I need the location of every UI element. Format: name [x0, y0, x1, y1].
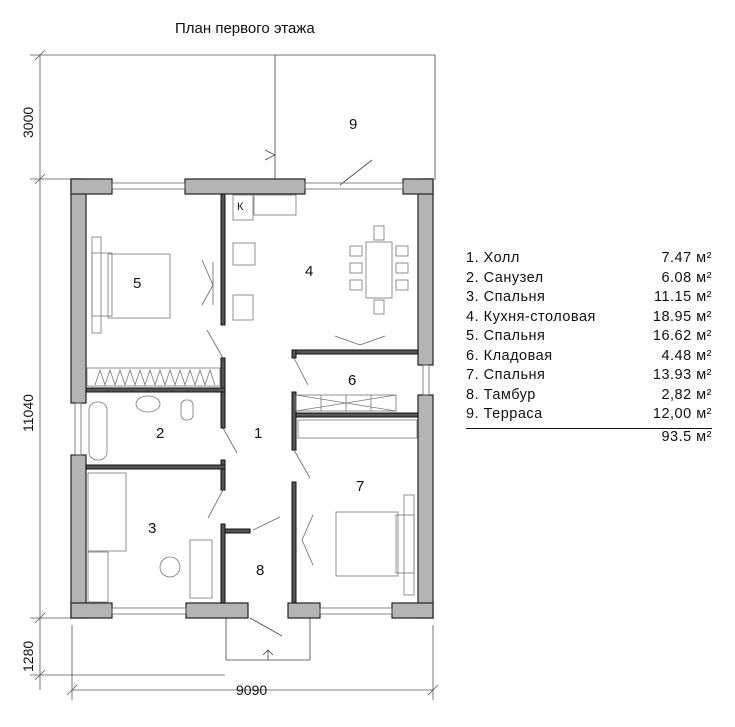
legend-row: 4. Кухня-столовая 18.95 м² — [466, 309, 712, 329]
legend-row: 7. Спальня 13.93 м² — [466, 367, 712, 387]
legend-room-area: 12,00 м² — [652, 406, 712, 422]
interior-walls — [85, 193, 419, 604]
legend-room-area: 18.95 м² — [652, 308, 712, 325]
legend-room-area: 2,82 м² — [661, 386, 712, 403]
legend-row: 5. Спальня 16.62 м² — [466, 328, 712, 348]
legend-room-name: 1. Холл — [466, 250, 520, 266]
dimension-top-depth: 3000 — [20, 106, 36, 138]
legend-row: 6. Кладовая 4.48 м² — [466, 348, 712, 368]
room-number-2: 2 — [156, 425, 165, 442]
legend-room-area: 13.93 м² — [652, 367, 712, 383]
legend-room-name: 5. Спальня — [466, 328, 546, 344]
dimension-lines — [30, 49, 439, 700]
legend-room-area: 7.47 м² — [661, 250, 712, 266]
room-number-1: 1 — [254, 425, 263, 442]
furniture — [86, 194, 418, 603]
legend-row: 8. Тамбур 2,82 м² — [466, 387, 712, 407]
legend-room-name: 3. Спальня — [466, 289, 546, 305]
legend-room-area: 16.62 м² — [652, 328, 712, 344]
legend-room-area: 4.48 м² — [661, 347, 712, 364]
terrace-outline — [225, 54, 436, 661]
legend-room-area: 6.08 м² — [661, 269, 712, 286]
legend-row: 3. Спальня 11.15 м² — [466, 289, 712, 309]
legend-row: 2. Санузел 6.08 м² — [466, 270, 712, 290]
room-area-legend: 1. Холл 7.47 м² 2. Санузел 6.08 м² 3. Спал… — [466, 250, 712, 445]
room-number-4: 4 — [305, 263, 314, 280]
legend-room-name: 2. Санузел — [466, 269, 544, 286]
room-number-7: 7 — [356, 478, 365, 495]
legend-room-name: 6. Кладовая — [466, 347, 553, 364]
dimension-bottom-depth: 1280 — [20, 640, 36, 672]
plan-title: План первого этажа — [175, 20, 315, 37]
legend-room-name: 7. Спальня — [466, 367, 546, 383]
room-number-3: 3 — [148, 520, 157, 537]
room-number-5: 5 — [133, 275, 142, 292]
legend-room-name: 8. Тамбур — [466, 386, 536, 403]
legend-room-name: 9. Терраса — [466, 406, 543, 422]
windows — [74, 182, 430, 615]
room-number-9: 9 — [349, 116, 358, 133]
exterior-walls — [70, 178, 434, 619]
legend-room-name: 4. Кухня-столовая — [466, 308, 596, 325]
kitchen-label: К — [237, 201, 244, 213]
legend-room-area: 11.15 м² — [653, 289, 712, 305]
legend-row: 1. Холл 7.47 м² — [466, 250, 712, 270]
legend-total: 93.5 м² — [466, 427, 712, 445]
dimension-height: 11040 — [20, 394, 36, 432]
legend-row: 9. Терраса 12,00 м² — [466, 406, 712, 426]
room-number-8: 8 — [256, 562, 265, 579]
room-number-6: 6 — [348, 372, 357, 389]
dimension-width: 9090 — [236, 682, 268, 698]
door-swings — [201, 259, 386, 566]
